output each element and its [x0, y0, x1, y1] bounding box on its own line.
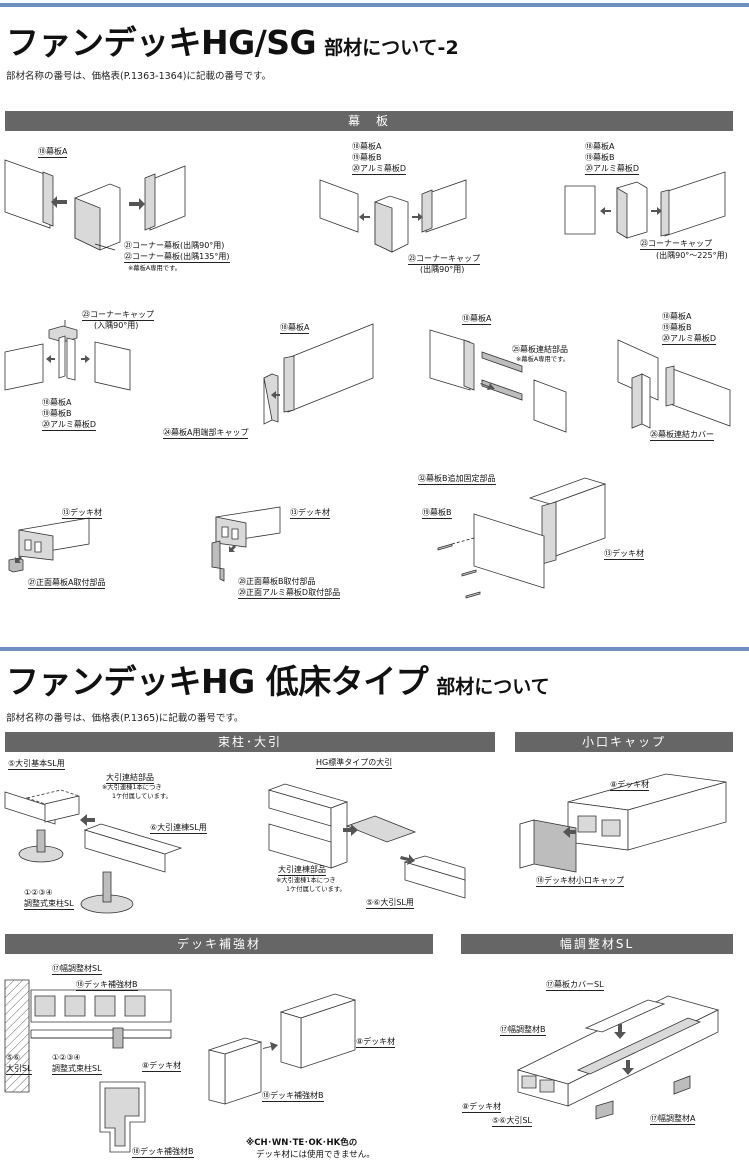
label-j2: ⑲幕板B [422, 508, 452, 519]
label-d5: ⑳アルミ幕板D [42, 420, 97, 431]
label-h2: ㉗正面幕板A取付部品 [28, 578, 106, 589]
figure-corner-cap [320, 172, 470, 262]
label-l3: ※大引連棟1本につき [276, 877, 336, 884]
label-k5: ⑥大引連棟SL用 [150, 823, 207, 834]
label-n8: ⑱デッキ補強材B [132, 1147, 194, 1158]
label-j1: ㉜幕板B追加固定部品 [418, 474, 496, 485]
label-b1: ⑱幕板A [352, 142, 382, 151]
label-a4: ※幕板A専用です。 [128, 265, 182, 272]
label-k4: 1ケ付属しています。 [112, 793, 172, 800]
label-g1: ⑱幕板A [662, 312, 692, 321]
label-g4: ㉖幕板連結カバー [650, 430, 714, 441]
figure-reinforcement-section [5, 972, 175, 1162]
label-p5: ⑰幅調整材A [650, 1114, 696, 1125]
title-main: ファンデッキHG/SG [6, 23, 317, 62]
numbering-note-2: 部材名称の番号は、価格表(P.1365)に記載の番号です。 [6, 713, 244, 724]
figure-corner-cap-225 [565, 172, 725, 244]
label-c1: ⑱幕板A [585, 142, 615, 151]
label-b2: ⑲幕板B [352, 153, 382, 162]
label-k1: ⑤大引基本SL用 [8, 759, 65, 770]
label-k7: 調整式束柱SL [24, 899, 74, 910]
figure-deck-end-cap [516, 770, 726, 880]
label-c3: ⑳アルミ幕板D [585, 164, 640, 175]
figure-reinforcement-insert [205, 990, 385, 1105]
title2-main: ファンデッキHG 低床タイプ [6, 662, 429, 701]
page-title-2: ファンデッキHG 低床タイプ部材について [6, 655, 550, 703]
label-g2: ⑲幕板B [662, 323, 692, 332]
figure-inner-corner-cap [5, 320, 135, 410]
label-a2: ㉑コーナー幕板(出隅90°用) [124, 241, 225, 250]
label-m2: ⑱デッキ材小口キャップ [536, 876, 624, 887]
label-d4: ⑲幕板B [42, 409, 72, 418]
page-title: ファンデッキHG/SG 部材について-2 [6, 16, 459, 64]
label-n5: ①②③④ [52, 1053, 81, 1062]
label-i3: ㉙正面アルミ幕板D取付部品 [238, 588, 341, 599]
title-sub: 部材について-2 [324, 37, 459, 59]
label-c2: ⑲幕板B [585, 153, 615, 162]
figure-panel-connector [430, 320, 580, 440]
label-j3: ⑬デッキ材 [604, 549, 644, 560]
label-p4: ⑤⑥大引SL [492, 1116, 532, 1127]
header-rule-2 [0, 647, 749, 651]
label-f1: ⑱幕板A [462, 314, 492, 325]
label-h1: ⑬デッキ材 [62, 508, 102, 519]
label-n1: ⑰幅調整材SL [52, 964, 102, 975]
figure-front-panel-b-bracket [210, 505, 290, 585]
label-a1: ⑱幕板A [38, 147, 68, 158]
label-n6: 調整式束柱SL [52, 1064, 102, 1075]
figure-joist-connector [5, 772, 180, 912]
label-n2: ⑱デッキ補強材B [76, 980, 138, 991]
label-f2: ㉕幕板連結部品 [512, 345, 568, 354]
label-m1: ⑧デッキ材 [610, 780, 650, 791]
figure-width-adjuster [478, 988, 728, 1138]
figure-panel-b-fixing [430, 478, 605, 608]
label-c5: (出隅90°〜225°用) [656, 251, 728, 260]
figure-end-cap [258, 318, 378, 428]
label-l5: ⑤⑥大引SL用 [366, 898, 414, 909]
label-l1: HG標準タイプの大引 [316, 758, 393, 769]
label-c4: ㉓コーナーキャップ [640, 239, 712, 250]
label-k2: 大引連結部品 [106, 773, 154, 784]
numbering-note: 部材名称の番号は、価格表(P.1363-1364)に記載の番号です。 [6, 71, 272, 82]
header-rule [0, 3, 749, 7]
section-bar-makuita: 幕 板 [5, 111, 733, 131]
label-d1: ㉓コーナーキャップ [82, 310, 154, 321]
label-o1: ⑧デッキ材 [356, 1037, 396, 1048]
label-e1: ⑱幕板A [280, 323, 310, 334]
label-f3: ※幕板A専用です。 [516, 356, 570, 363]
label-n7: ⑧デッキ材 [142, 1061, 182, 1072]
figure-front-panel-a-bracket [5, 510, 95, 580]
label-n4: 大引SL [6, 1064, 32, 1075]
label-p2: ⑰幅調整材B [500, 1025, 546, 1036]
figure-hg-joist-connection [265, 772, 465, 912]
label-d3: ⑱幕板A [42, 398, 72, 407]
label-n3: ⑤⑥ [6, 1053, 21, 1062]
label-d2: (入隅90°用) [94, 321, 139, 330]
label-o2: ⑱デッキ補強材B [262, 1091, 324, 1102]
section-bar-tsuka: 束柱･大引 [5, 732, 495, 752]
label-p1: ⑰幕板カバーSL [546, 980, 604, 991]
label-p3: ⑧デッキ材 [462, 1102, 502, 1113]
title2-sub: 部材について [436, 676, 550, 698]
label-a3: ㉒コーナー幕板(出隅135°用) [124, 252, 230, 263]
label-b4: ㉓コーナーキャップ [408, 254, 480, 265]
label-k3: ※大引連棟1本につき [102, 784, 162, 791]
label-o4: デッキ材には使用できません。 [256, 1150, 375, 1160]
label-l4: 1ケ付属しています。 [286, 886, 346, 893]
section-bar-hokyo: デッキ補強材 [5, 934, 433, 954]
label-b5: (出隅90°用) [420, 265, 465, 274]
label-k6: ①②③④ [24, 888, 53, 897]
label-o3: ※CH･WN･TE･OK･HK色の [246, 1138, 358, 1148]
section-bar-koguchi: 小口キャップ [515, 732, 733, 752]
figure-connection-cover [618, 340, 733, 430]
figure-corner-panel [5, 150, 185, 260]
label-i2: ㉘正面幕板B取付部品 [238, 577, 316, 586]
label-e2: ㉔幕板A用端部キャップ [163, 428, 249, 439]
label-b3: ⑳アルミ幕板D [352, 164, 407, 175]
label-l2: 大引連棟部品 [278, 865, 326, 876]
section-bar-haba: 幅調整材SL [461, 934, 733, 954]
label-i1: ⑬デッキ材 [290, 508, 330, 519]
label-g3: ⑳アルミ幕板D [662, 334, 717, 345]
